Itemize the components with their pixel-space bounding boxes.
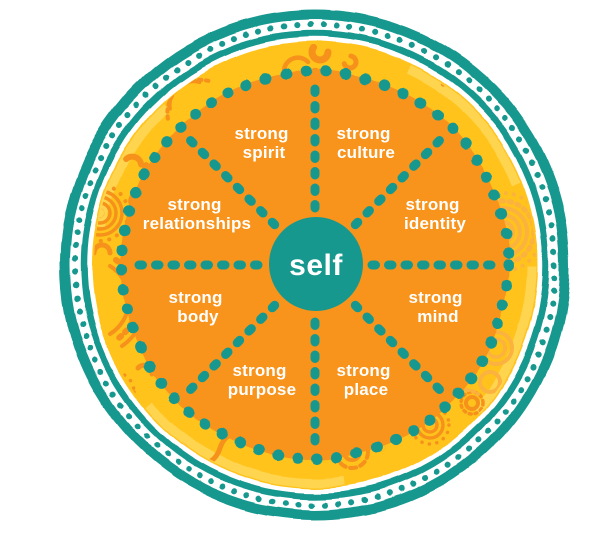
segment-label-spirit: strong spirit [234, 124, 293, 162]
center-circle [269, 217, 363, 311]
segment-label-mind: strong mind [408, 288, 467, 326]
radial-line-down-left [178, 300, 280, 402]
segment-labels: strong spirit strong culture strong rela… [143, 124, 467, 399]
outer-ring [60, 10, 570, 520]
dotted-ring [72, 22, 558, 508]
radial-line-down-right [350, 300, 452, 402]
radial-dotted-lines [124, 74, 506, 456]
segment-label-body: strong body [168, 288, 227, 326]
radial-line-up-left [178, 128, 280, 230]
yellow-light-arcs [93, 43, 537, 487]
center-label: self [289, 249, 343, 282]
motif-u-left-top-icon [123, 153, 145, 168]
segment-label-identity: strong identity [404, 195, 466, 233]
perimeter-dots [116, 66, 514, 464]
segment-label-culture: strong culture [336, 124, 395, 162]
segment-label-purpose: strong purpose [228, 361, 296, 399]
radial-line-up-right [350, 128, 452, 230]
segment-label-place: strong place [336, 361, 395, 399]
segment-label-relationships: strong relationships [143, 195, 251, 233]
inner-ring [80, 30, 550, 500]
border-rings [60, 10, 570, 520]
